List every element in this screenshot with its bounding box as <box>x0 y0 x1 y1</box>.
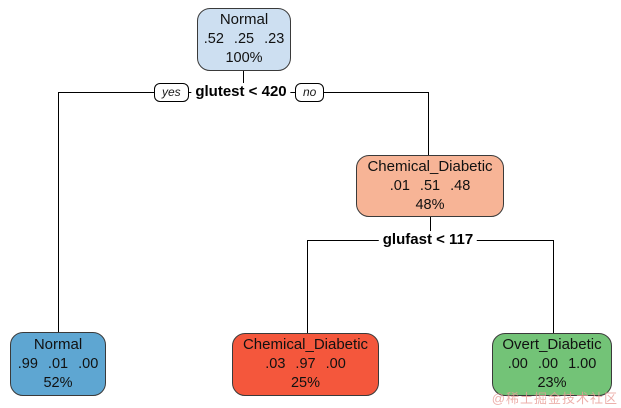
tree-leaf-chemical-diabetic: Chemical_Diabetic .03 .97 .00 25% <box>232 333 379 396</box>
node-class-label: Overt_Diabetic <box>502 336 602 354</box>
edge-chemical-to-split2 <box>430 217 431 241</box>
edge-root-to-split1 <box>243 71 244 93</box>
node-coverage: 52% <box>43 374 73 391</box>
branch-no-badge: no <box>295 83 325 102</box>
split1-condition-label: glutest < 420 <box>191 83 291 101</box>
tree-node-root: Normal .52 .25 .23 100% <box>197 8 291 71</box>
node-class-label: Chemical_Diabetic <box>242 336 369 354</box>
node-probabilities: .01 .51 .48 <box>389 177 471 194</box>
split2-condition-label: glufast < 117 <box>378 231 478 249</box>
edge-split2-to-leaf-overt <box>553 240 554 334</box>
node-probabilities: .52 .25 .23 <box>203 31 285 48</box>
edge-split1-to-leaf-normal <box>58 92 59 333</box>
node-probabilities: .00 .00 1.00 <box>507 356 597 373</box>
edge-split1-to-chemical-node <box>428 92 429 155</box>
tree-leaf-overt-diabetic: Overt_Diabetic .00 .00 1.00 23% <box>492 333 612 396</box>
node-probabilities: .03 .97 .00 <box>265 356 346 373</box>
node-coverage: 23% <box>537 375 567 392</box>
tree-leaf-normal: Normal .99 .01 .00 52% <box>10 332 106 396</box>
node-class-label: Normal <box>33 335 83 353</box>
node-coverage: 100% <box>225 50 263 67</box>
node-class-label: Normal <box>219 11 269 29</box>
branch-yes-badge: yes <box>154 83 189 102</box>
node-coverage: 25% <box>290 375 321 392</box>
node-coverage: 48% <box>415 196 445 213</box>
tree-node-chemical-internal: Chemical_Diabetic .01 .51 .48 48% <box>356 155 504 217</box>
node-probabilities: .99 .01 .00 <box>17 355 99 372</box>
edge-split2-to-leaf-chemical <box>307 240 308 334</box>
node-class-label: Chemical_Diabetic <box>367 157 493 175</box>
